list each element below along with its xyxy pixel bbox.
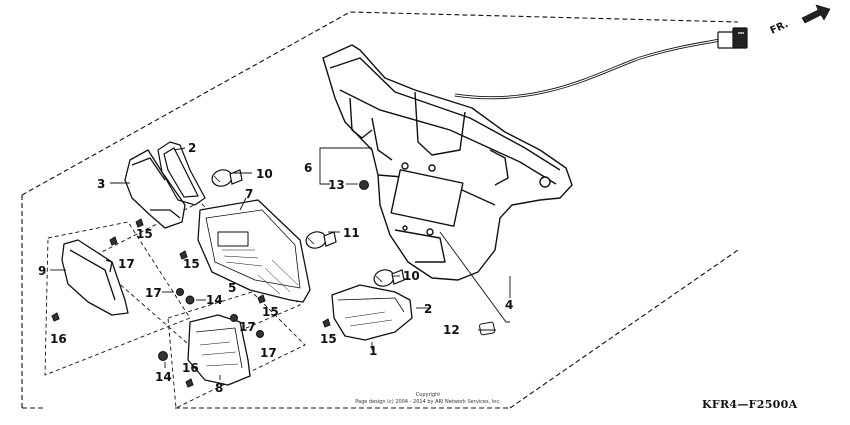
callout-15: 15 xyxy=(183,257,200,271)
part-3-signal-housing xyxy=(124,149,186,229)
callout-15: 15 xyxy=(262,305,279,319)
callout-9: 9 xyxy=(38,264,46,278)
front-direction-arrow-icon xyxy=(801,4,831,24)
wiring-harness xyxy=(454,38,721,100)
leader-lines xyxy=(50,147,511,380)
callout-11: 11 xyxy=(343,226,360,240)
front-direction-label: FR. xyxy=(769,19,790,37)
callout-14: 14 xyxy=(155,370,172,384)
callout-14: 14 xyxy=(206,293,223,307)
diagram-reference-code: KFR4—F2500A xyxy=(702,398,798,411)
part-9-signal-lens xyxy=(61,239,129,316)
callout-12: 12 xyxy=(443,323,460,337)
callout-2: 2 xyxy=(424,302,432,316)
callout-3: 3 xyxy=(97,177,105,191)
callout-13: 13 xyxy=(328,178,345,192)
copyright-line-1: Copyright xyxy=(416,392,440,398)
callout-15: 15 xyxy=(320,332,337,346)
callout-1: 1 xyxy=(369,344,377,358)
callout-7: 7 xyxy=(245,187,253,201)
callout-8: 8 xyxy=(215,381,223,395)
copyright-line-2: Page design (c) 2004 - 2014 by ARI Netwo… xyxy=(355,399,501,405)
callout-17: 17 xyxy=(145,286,162,300)
part-8-license-lens xyxy=(187,314,251,386)
part-1-signal-lens xyxy=(331,284,413,341)
assembly-outline xyxy=(21,11,739,409)
part-2-gasket xyxy=(157,141,206,206)
callout-10: 10 xyxy=(256,167,273,181)
part-7-tail-lens xyxy=(197,199,311,303)
callout-17: 17 xyxy=(239,320,256,334)
callout-4: 4 xyxy=(505,298,513,312)
rear-fender-bracket xyxy=(322,44,573,281)
callout-16: 16 xyxy=(50,332,67,346)
callout-17: 17 xyxy=(260,346,277,360)
callout-5: 5 xyxy=(228,281,236,295)
callout-6: 6 xyxy=(304,161,312,175)
bulb-icon xyxy=(211,169,405,287)
callout-2: 2 xyxy=(188,141,196,155)
callout-17: 17 xyxy=(118,257,135,271)
callout-15: 15 xyxy=(136,227,153,241)
callout-10: 10 xyxy=(403,269,420,283)
subassembly-outlines xyxy=(44,201,306,409)
callout-16: 16 xyxy=(182,361,199,375)
harness-connector xyxy=(717,27,748,49)
